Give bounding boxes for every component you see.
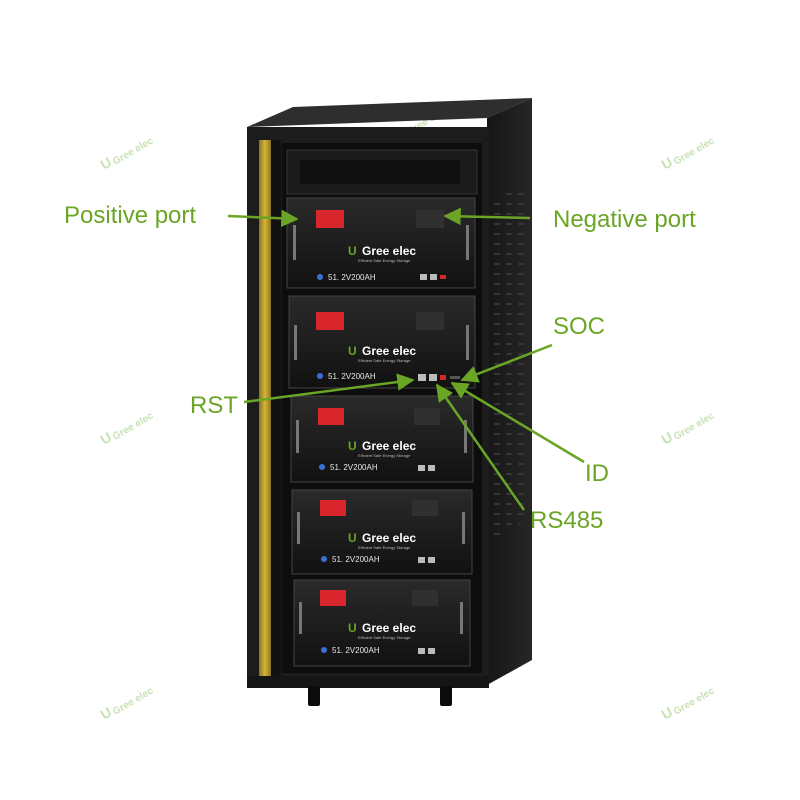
cabinet-top <box>247 98 532 127</box>
arrow-soc <box>460 343 553 383</box>
watermark-top-right: U Gree elec <box>659 135 717 172</box>
module-handle-left <box>294 325 297 360</box>
negative-terminal <box>412 590 438 606</box>
module-handle-right <box>464 420 467 453</box>
brand-name: Gree elec <box>362 244 416 258</box>
svg-text:Gree elec: Gree elec <box>111 410 156 442</box>
battery-module-5: U Gree elec Efficient Safe Energy Storag… <box>293 579 471 667</box>
svg-text:Gree elec: Gree elec <box>672 410 717 442</box>
id-switch <box>440 375 446 380</box>
cabinet-foot-right <box>440 686 452 706</box>
cabinet-base <box>247 676 489 688</box>
svg-text:Gree elec: Gree elec <box>672 685 717 717</box>
brand-tagline: Efficient Safe Energy Storage <box>358 545 411 550</box>
module-rating: 51. 2V200AH <box>330 463 378 472</box>
negative-terminal <box>412 500 438 516</box>
brand-name: Gree elec <box>362 344 416 358</box>
brand-mark: U <box>348 621 357 635</box>
comm-port-rs485 <box>428 465 435 471</box>
comm-port-rs485 <box>429 374 437 381</box>
negative-terminal <box>416 312 444 330</box>
module-rating: 51. 2V200AH <box>328 273 376 282</box>
power-button <box>321 647 327 653</box>
battery-module-3: U Gree elec Efficient Safe Energy Storag… <box>290 395 474 483</box>
comm-port-rst <box>418 374 426 381</box>
brand-tagline: Efficient Safe Energy Storage <box>358 358 411 363</box>
negative-terminal <box>416 210 444 228</box>
module-handle-left <box>297 512 300 544</box>
comm-port-rs485 <box>430 274 437 280</box>
label-soc: SOC <box>553 313 605 340</box>
watermark-bottom-left: U Gree elec <box>98 685 156 722</box>
watermark-top-left: U Gree elec <box>98 135 156 172</box>
battery-module-4: U Gree elec Efficient Safe Energy Storag… <box>291 489 473 575</box>
comm-port-rs485 <box>428 648 435 654</box>
cabinet-door-edge <box>259 140 271 678</box>
comm-port-rst <box>418 557 425 563</box>
module-handle-right <box>466 225 469 260</box>
module-handle-right <box>460 602 463 634</box>
positive-terminal <box>320 590 346 606</box>
svg-text:Gree elec: Gree elec <box>672 135 717 167</box>
brand-name: Gree elec <box>362 621 416 635</box>
brand-mark: U <box>348 531 357 545</box>
svg-text:Gree elec: Gree elec <box>111 135 156 167</box>
positive-terminal <box>316 210 344 228</box>
svg-text:Gree elec: Gree elec <box>111 685 156 717</box>
label-positive-port: Positive port <box>64 202 196 229</box>
arrow-id <box>450 381 585 464</box>
watermark-bottom-right: U Gree elec <box>659 685 717 722</box>
power-button <box>319 464 325 470</box>
label-negative-port: Negative port <box>553 206 696 233</box>
arrow-negative-port <box>443 207 531 226</box>
positive-terminal <box>320 500 346 516</box>
comm-port-rst <box>418 648 425 654</box>
module-handle-left <box>296 420 299 453</box>
module-handle-right <box>462 512 465 544</box>
module-rating: 51. 2V200AH <box>332 555 380 564</box>
brand-name: Gree elec <box>362 531 416 545</box>
brand-mark: U <box>348 439 357 453</box>
module-rating: 51. 2V200AH <box>328 372 376 381</box>
module-handle-left <box>293 225 296 260</box>
negative-terminal <box>414 408 440 425</box>
cabinet-door-shadow <box>271 140 281 678</box>
module-rating: 51. 2V200AH <box>332 646 380 655</box>
module-handle-right <box>466 325 469 360</box>
watermark-mid-left: U Gree elec <box>98 410 156 447</box>
label-rst: RST <box>190 392 238 419</box>
watermark-mid-right: U Gree elec <box>659 410 717 447</box>
comm-port-rs485 <box>428 557 435 563</box>
soc-indicator <box>450 376 460 379</box>
brand-name: Gree elec <box>362 439 416 453</box>
positive-terminal <box>316 312 344 330</box>
brand-tagline: Efficient Safe Energy Storage <box>358 635 411 640</box>
battery-module-2: U Gree elec Efficient Safe Energy Storag… <box>288 295 476 389</box>
power-button <box>317 373 323 379</box>
arrow-rst <box>243 373 415 404</box>
power-button <box>317 274 323 280</box>
arrow-rs485 <box>435 383 526 511</box>
comm-port-rst <box>420 274 427 280</box>
battery-module-1: U Gree elec Efficient Safe Energy Storag… <box>286 197 476 289</box>
brand-mark: U <box>348 344 357 358</box>
breaker-bar <box>300 160 460 184</box>
label-rs485: RS485 <box>530 507 603 534</box>
module-frame <box>286 197 476 289</box>
positive-terminal <box>318 408 344 425</box>
brand-tagline: Efficient Safe Energy Storage <box>358 453 411 458</box>
id-switch <box>440 275 446 279</box>
label-id: ID <box>585 460 609 487</box>
callout-arrows <box>227 207 585 511</box>
arrow-positive-port <box>227 209 299 228</box>
power-button <box>321 556 327 562</box>
brand-tagline: Efficient Safe Energy Storage <box>358 258 411 263</box>
cabinet-foot-left <box>308 686 320 706</box>
module-frame <box>288 295 476 389</box>
module-handle-left <box>299 602 302 634</box>
brand-mark: U <box>348 244 357 258</box>
comm-port-rst <box>418 465 425 471</box>
